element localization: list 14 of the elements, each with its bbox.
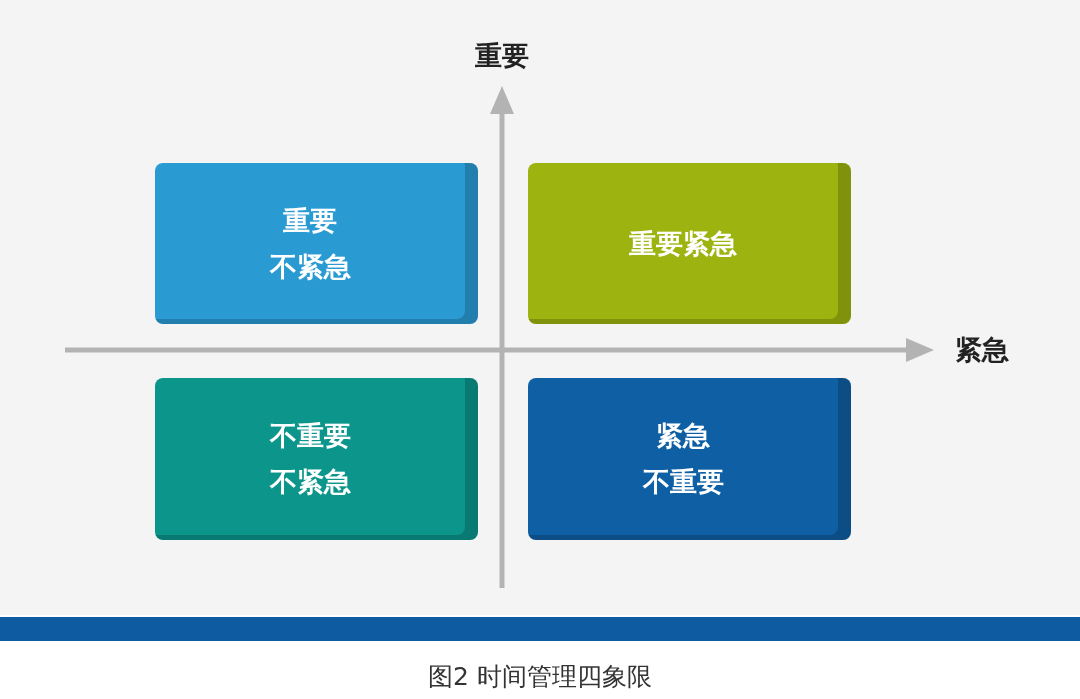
axis-label: 紧急 (954, 333, 1010, 367)
quadrant-label: 重要 (283, 203, 337, 238)
quadrant-box (528, 163, 851, 324)
quadrant-box (528, 378, 851, 540)
quadrant-label: 重要紧急 (629, 226, 737, 261)
quadrant-label: 不紧急 (269, 465, 351, 499)
figure-caption: 图2 时间管理四象限 (427, 661, 653, 693)
quadrant-box (155, 378, 478, 540)
quadrant-label: 紧急 (656, 419, 710, 453)
quadrant-label: 不重要 (269, 419, 351, 453)
quadrant-label: 不重要 (642, 465, 724, 499)
axis-label: 重要 (474, 39, 530, 73)
quadrant-label: 不紧急 (269, 249, 351, 284)
quadrant-box (155, 163, 478, 324)
